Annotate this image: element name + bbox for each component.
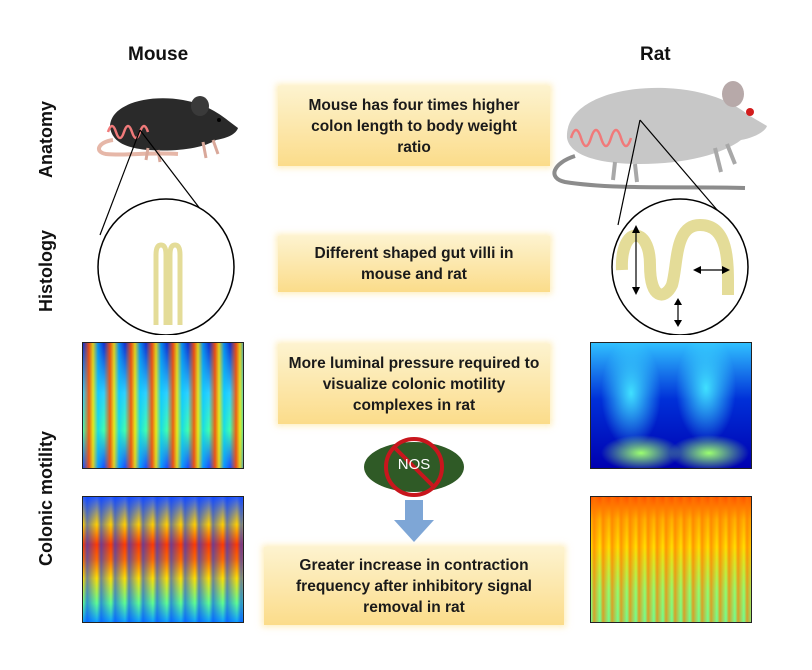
mouse-motility-heatmap-nos-blocked xyxy=(82,496,244,623)
row-label-anatomy: Anatomy xyxy=(36,100,56,178)
row-label-colonic-motility: Colonic motility xyxy=(36,431,56,566)
mouse-illustration xyxy=(97,96,238,163)
rat-motility-heatmap-nos-blocked xyxy=(590,496,752,623)
rat-illustration xyxy=(552,81,767,190)
rat-zoom-callout xyxy=(611,119,749,335)
finding-motility-pressure-text: More luminal pressure required to visual… xyxy=(288,354,540,414)
rat-motility-heatmap-baseline xyxy=(590,342,752,469)
nos-inhibition-symbol xyxy=(364,437,464,497)
finding-motility-pressure: More luminal pressure required to visual… xyxy=(278,344,550,424)
mouse-column-title: Mouse xyxy=(128,44,189,65)
finding-histology: Different shaped gut villi in mouse and … xyxy=(278,236,550,292)
finding-anatomy: Mouse has four times higher colon length… xyxy=(278,86,550,166)
down-arrow-icon xyxy=(394,500,434,542)
row-label-histology: Histology xyxy=(36,229,56,312)
finding-histology-text: Different shaped gut villi in mouse and … xyxy=(314,245,514,283)
nos-label: NOS xyxy=(397,456,431,473)
finding-contraction-text: Greater increase in contraction frequenc… xyxy=(296,556,532,616)
mouse-zoom-callout xyxy=(97,129,235,335)
rat-column-title: Rat xyxy=(640,44,671,65)
mouse-motility-heatmap-baseline xyxy=(82,342,244,469)
finding-anatomy-text: Mouse has four times higher colon length… xyxy=(308,96,520,156)
finding-contraction: Greater increase in contraction frequenc… xyxy=(264,547,564,625)
